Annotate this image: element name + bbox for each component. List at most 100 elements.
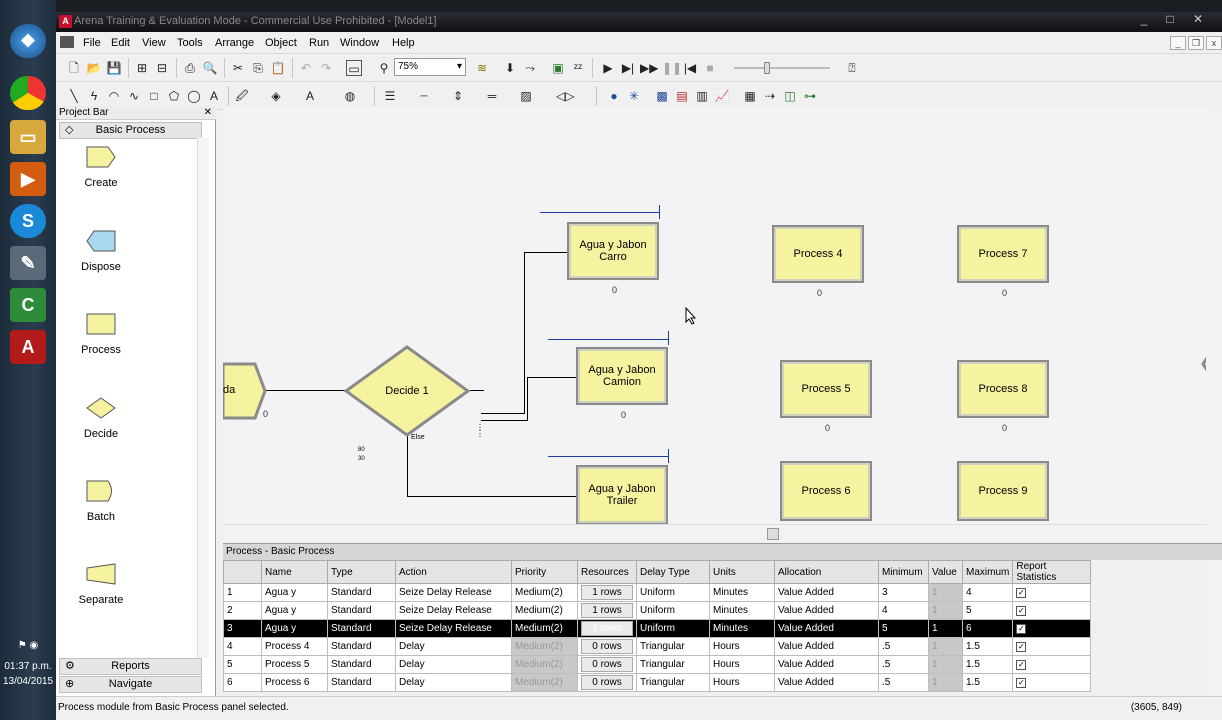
print-icon[interactable]: ⎙ [185,61,195,75]
col-header[interactable]: Action [395,560,512,584]
menu-window[interactable]: Window [340,37,380,49]
process-4[interactable]: Process 4 [772,225,864,283]
animation-speed-slider[interactable] [734,67,830,69]
col-header[interactable]: Resources [577,560,637,584]
arc-icon[interactable]: ◠ [108,89,120,103]
report-statistics-checkbox[interactable]: ✓ [1016,624,1027,634]
connector[interactable] [524,252,525,414]
report-statistics-checkbox[interactable]: ✓ [1016,678,1027,688]
process-8[interactable]: Process 8 [957,360,1049,418]
cell-value[interactable]: 1 [928,619,963,638]
connector[interactable] [407,435,408,497]
maximize-icon[interactable]: □ [1166,12,1174,26]
resources-button[interactable]: 0 rows [581,675,633,690]
line-icon[interactable]: ╲ [70,89,78,103]
date-icon[interactable]: ▩ [656,89,668,103]
cell-min[interactable]: .5 [878,637,929,656]
slider-thumb[interactable] [764,62,770,74]
queue-line[interactable] [540,212,660,213]
station-icon[interactable]: ◫ [784,89,796,103]
cell-name[interactable]: Agua y [261,619,328,638]
text-direction-icon[interactable]: ◁▷ [556,89,575,103]
menu-arrange[interactable]: Arrange [215,37,255,49]
clock-icon[interactable]: ✳ [628,89,640,103]
smart-connect-icon[interactable]: ⤳ [525,61,535,75]
line-style-icon[interactable]: ┄ [420,89,428,103]
cell-max[interactable]: 1.5 [961,637,1014,656]
cell-units[interactable]: Minutes [709,583,775,602]
queue-line[interactable] [668,331,669,345]
process-9[interactable]: Process 9 [957,461,1049,521]
line-color-icon[interactable]: 🖉 [235,89,249,103]
menu-edit[interactable]: Edit [111,37,130,49]
queue-line[interactable] [659,205,660,219]
cell-units[interactable]: Minutes [709,619,775,638]
connector[interactable] [527,377,579,378]
text-icon[interactable]: A [209,89,218,103]
cell-value[interactable]: 1 [928,637,963,656]
cell-delay[interactable]: Uniform [636,601,710,620]
cell-alloc[interactable]: Value Added [774,619,879,638]
module-separate[interactable]: Separate [61,563,141,606]
cell-value[interactable]: 1 [928,655,963,674]
chrome-icon[interactable] [10,76,46,110]
mdi-restore-icon[interactable]: ❐ [1188,36,1204,50]
cell-max[interactable]: 4 [961,583,1014,602]
process-5[interactable]: Process 5 [780,360,872,418]
connector[interactable] [470,390,484,391]
cell-min[interactable]: 3 [878,583,929,602]
cell-alloc[interactable]: Value Added [774,673,879,692]
cell-priority[interactable]: Medium(2) [511,637,578,656]
cell-res[interactable]: 0 rows [577,637,637,656]
queue-icon[interactable]: ▦ [744,89,756,103]
cell-min[interactable]: .5 [878,673,929,692]
cell-max[interactable]: 1.5 [961,673,1014,692]
global-icon[interactable]: ● [610,89,618,103]
cell-priority[interactable]: Medium(2) [511,655,578,674]
row-number[interactable]: 2 [223,601,262,620]
paste-icon[interactable]: 📋 [270,61,286,75]
resources-button[interactable]: 0 rows [581,657,633,672]
box-icon[interactable]: □ [150,89,158,103]
report-statistics-checkbox[interactable]: ✓ [1016,588,1027,598]
col-header[interactable]: Minimum [878,560,929,584]
attach-template-icon[interactable]: ⊞ [136,61,148,75]
cell-type[interactable]: Standard [327,655,396,674]
cell-res[interactable]: 0 rows [577,673,637,692]
col-header[interactable]: Allocation [774,560,879,584]
cell-name[interactable]: Agua y [261,601,328,620]
basic-process-panel-header[interactable]: ◇ Basic Process [59,122,202,139]
notepad-icon[interactable]: ✎ [10,246,46,280]
resources-button[interactable]: 1 rows [581,621,633,636]
cell-value[interactable]: 1 [928,583,963,602]
cell-action[interactable]: Delay [395,655,512,674]
layers-icon[interactable]: ≋ [476,61,488,75]
mdi-minimize-icon[interactable]: _ [1170,36,1186,50]
cell-min[interactable]: .5 [878,655,929,674]
col-header[interactable]: Maximum [961,560,1014,584]
cell-delay[interactable]: Uniform [636,583,710,602]
text-color-icon[interactable]: A [305,89,314,103]
cell-type[interactable]: Standard [327,673,396,692]
connector[interactable] [481,413,525,414]
navigate-panel-header[interactable]: ⊕ Navigate [59,676,202,693]
menu-run[interactable]: Run [309,37,330,49]
project-bar-scrollbar[interactable] [197,138,209,658]
cell-rs[interactable]: ✓ [1012,601,1092,620]
detach-template-icon[interactable]: ⊟ [156,61,168,75]
cell-res[interactable]: 1 rows [577,601,637,620]
process-6[interactable]: Process 6 [780,461,872,521]
menu-tools[interactable]: Tools [177,37,203,49]
cell-priority[interactable]: Medium(2) [511,673,578,692]
cell-alloc[interactable]: Value Added [774,601,879,620]
help-cursor-icon[interactable]: ⍰ [848,61,856,75]
cell-max[interactable]: 5 [961,601,1014,620]
cell-type[interactable]: Standard [327,637,396,656]
fill-color-icon[interactable]: ◈ [271,89,281,103]
row-number[interactable]: 5 [223,655,262,674]
row-number[interactable]: 4 [223,637,262,656]
polygon-icon[interactable]: ⬠ [168,89,180,103]
